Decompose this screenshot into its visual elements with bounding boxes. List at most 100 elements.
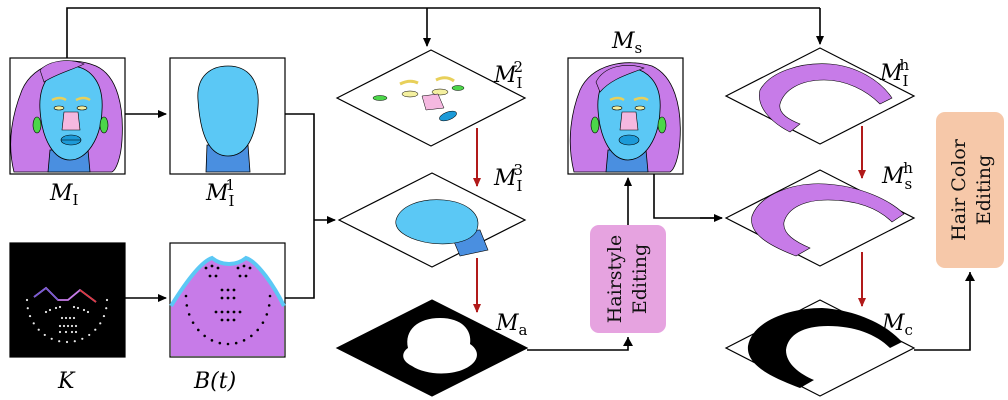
label-m-i1: MI1 — [205, 176, 235, 210]
landmark-dot — [238, 310, 242, 314]
landmark-dot — [187, 313, 191, 316]
landmark-dot — [203, 334, 206, 338]
landmark-dot — [105, 307, 108, 310]
diamond-m-i2 — [335, 49, 527, 147]
diamond-m-a — [335, 299, 529, 397]
landmark-dot — [226, 288, 230, 292]
landmark-dot — [184, 294, 188, 298]
connectors — [66, 7, 971, 351]
landmark-dot — [72, 316, 76, 320]
label-m-sh: Msh — [881, 159, 913, 193]
label-m-c: Mc — [881, 311, 913, 339]
landmark-dot — [232, 288, 236, 292]
landmark-dot — [261, 321, 265, 324]
landmark-dot — [191, 321, 195, 324]
landmark-dot — [242, 264, 246, 268]
landmark-dot — [236, 266, 240, 270]
hairstyle-line1: Hairstyle — [604, 235, 626, 324]
landmark-dot — [65, 340, 69, 344]
red-arrows — [473, 126, 866, 313]
panel-m-i1 — [169, 57, 286, 175]
landmark-dot — [248, 266, 252, 270]
landmark-dot — [214, 274, 218, 278]
landmark-dot — [268, 294, 272, 298]
landmark-dot — [232, 318, 236, 322]
diamond-m-ih — [724, 47, 916, 145]
landmark-dot — [216, 266, 220, 270]
diamond-m-i3 — [337, 172, 527, 268]
landmark-dot — [265, 313, 269, 316]
landmark-dot — [234, 341, 238, 345]
landmark-dot — [25, 298, 29, 302]
landmark-dot — [68, 316, 72, 320]
landmark-dot — [32, 322, 35, 325]
arrowhead-hairstyle — [623, 337, 633, 346]
diamond-m-c — [724, 299, 916, 397]
landmark-dot — [220, 318, 224, 322]
landmark-dot — [54, 306, 58, 310]
landmark-dot — [220, 310, 224, 314]
landmark-dot — [58, 340, 61, 343]
landmark-dot — [58, 324, 62, 328]
panel-m-i — [9, 57, 126, 175]
landmark-dot — [94, 328, 97, 331]
landmark-dot — [58, 330, 62, 334]
landmark-dot — [220, 296, 224, 300]
hair-color-line2: Editing — [973, 155, 995, 225]
landmark-dot — [105, 298, 109, 302]
landmark-dot — [197, 328, 200, 332]
label-m-i2: MI2 — [493, 58, 523, 92]
landmark-dot — [74, 324, 78, 328]
landmark-dot — [226, 318, 230, 322]
landmark-dot — [82, 308, 86, 312]
landmark-dot — [185, 304, 189, 307]
landmark-dot — [232, 296, 236, 300]
landmark-dot — [81, 337, 84, 340]
landmark-dot — [26, 307, 29, 310]
label-k: K — [57, 369, 76, 394]
landmark-dot — [208, 274, 212, 278]
landmark-dot — [250, 334, 253, 338]
landmark-dot — [66, 324, 70, 328]
landmark-dot — [62, 324, 66, 328]
landmark-dot — [50, 337, 53, 340]
panel-k — [9, 242, 126, 358]
landmark-dot — [256, 328, 259, 332]
landmark-dot — [244, 274, 248, 278]
landmark-dot — [28, 314, 32, 318]
hairstyle-editing-box: Hairstyle Editing — [590, 225, 666, 333]
landmark-dot — [220, 288, 224, 292]
landmark-dot — [102, 314, 106, 318]
landmark-dot — [58, 305, 62, 309]
landmark-dot — [43, 333, 46, 337]
landmark-dot — [214, 310, 218, 314]
label-m-a: Ma — [495, 311, 528, 339]
landmark-dot — [238, 274, 242, 278]
landmark-dot — [70, 330, 74, 334]
landmark-dot — [37, 328, 40, 331]
landmark-dot — [226, 296, 230, 300]
arrowhead-hair-color — [965, 272, 975, 281]
landmark-dot — [72, 305, 76, 309]
label-m-s: Ms — [611, 29, 642, 57]
landmark-dot — [44, 310, 48, 314]
landmark-dot — [64, 316, 68, 320]
label-b-t: B(t) — [193, 369, 236, 394]
landmark-dot — [226, 342, 230, 346]
panel-m-s — [567, 57, 684, 175]
landmark-dot — [73, 340, 76, 343]
landmark-dot — [60, 316, 64, 320]
landmark-dot — [70, 324, 74, 328]
labels: MI MI1 K B(t) MI2 MI3 Ma Ms MIh Msh Mc — [49, 29, 913, 394]
label-m-i3: MI3 — [493, 161, 523, 195]
landmark-dot — [48, 308, 52, 312]
landmark-dot — [267, 304, 271, 307]
panel-b-t — [169, 242, 286, 358]
landmark-dot — [74, 330, 78, 334]
label-m-i: MI — [49, 181, 79, 209]
hairstyle-line2: Editing — [629, 244, 651, 314]
landmark-dot — [86, 310, 90, 314]
landmark-dot — [226, 310, 230, 314]
landmark-dot — [232, 310, 236, 314]
